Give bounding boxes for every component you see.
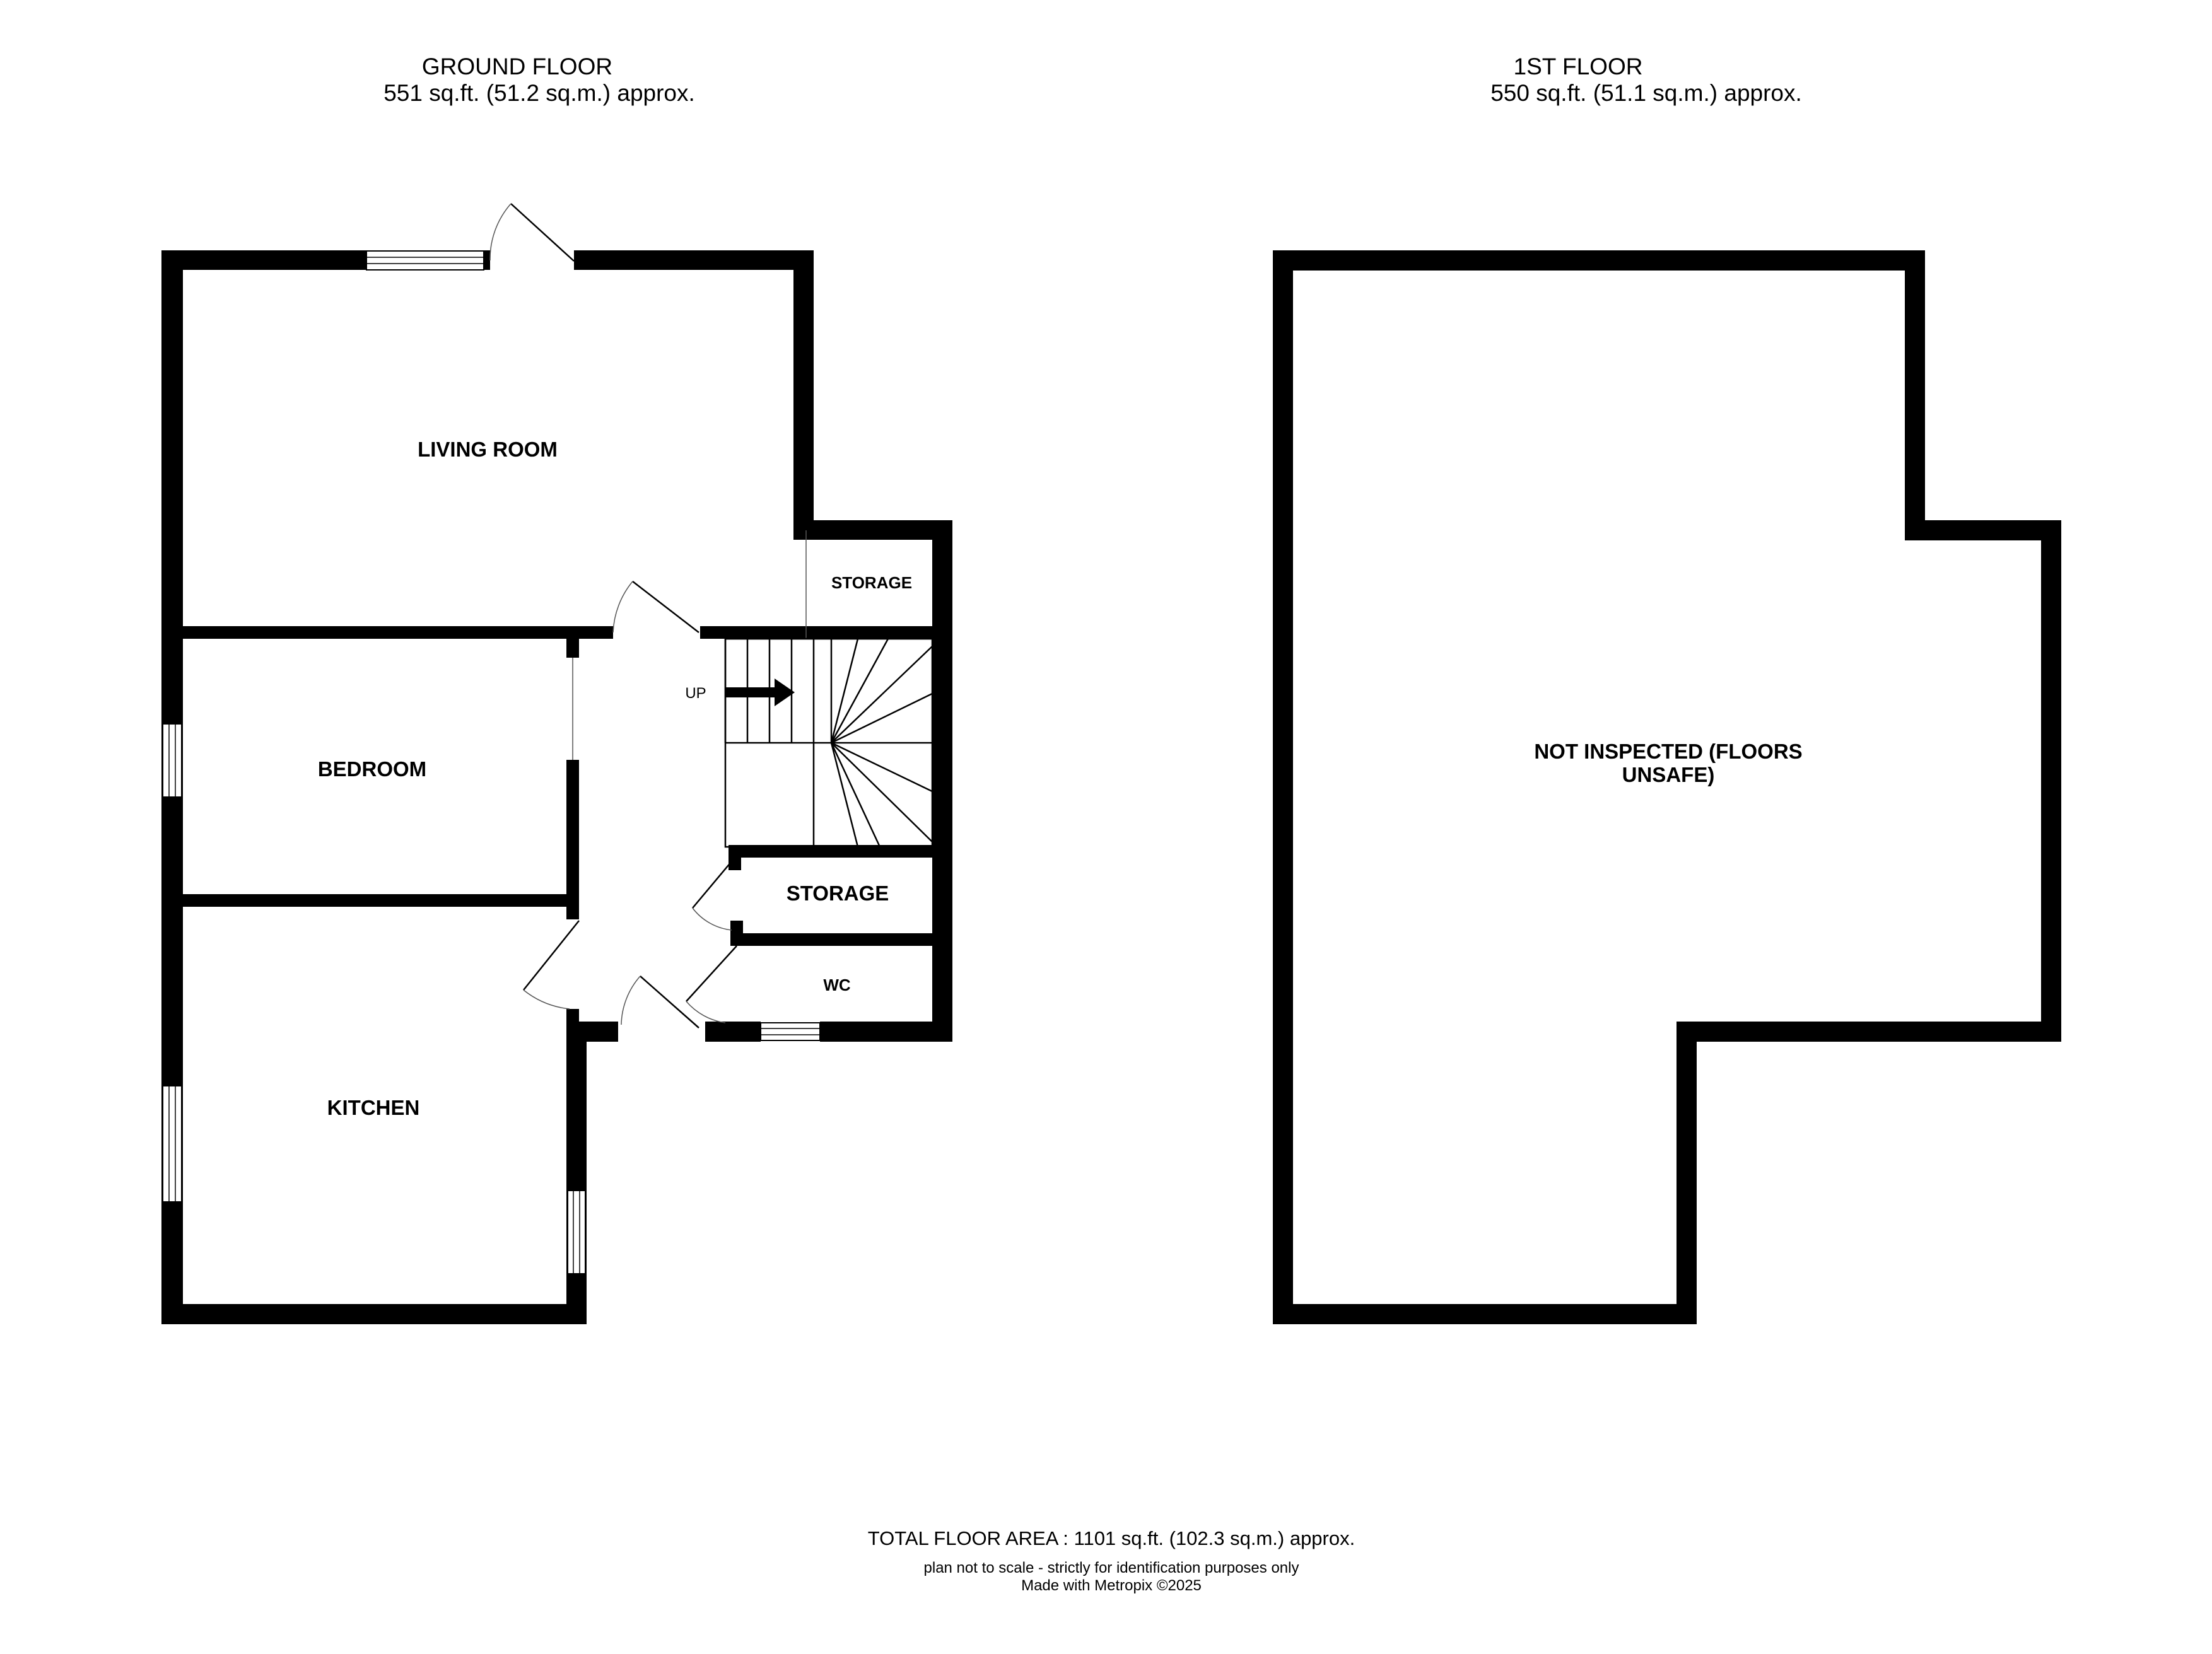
window-kitchen-east	[567, 1190, 586, 1274]
window-wc-south	[760, 1022, 821, 1041]
first-floor-outline	[1273, 250, 2061, 1324]
stairs-up-arrow-head	[775, 678, 795, 706]
room-label-storage-upper: STORAGE	[831, 573, 912, 592]
wall-bedroom-hall	[566, 760, 579, 919]
wall-upper-storage-bottom	[700, 626, 933, 639]
room-label-wc: WC	[823, 976, 851, 994]
staircase	[724, 638, 933, 848]
ground-floor-title: GROUND FLOOR	[422, 54, 612, 79]
wall-lower-storage-top	[729, 845, 933, 858]
front-door	[489, 203, 575, 262]
wall-bedroom-kitchen	[183, 894, 575, 907]
stairs-up-arrow-shaft	[725, 687, 779, 697]
wall-bedroom-hall-top	[566, 639, 579, 658]
window-bedroom-west	[162, 723, 182, 798]
wall-storage-top	[793, 520, 952, 540]
ground-floor-plan: LIVING ROOM BEDROOM KITCHEN STORAGE STOR…	[161, 203, 952, 1324]
disclaimer: plan not to scale - strictly for identif…	[924, 1559, 1299, 1576]
first-floor-note-line2: UNSAFE)	[1622, 763, 1715, 786]
room-label-storage-lower: STORAGE	[787, 882, 889, 905]
room-label-living-room: LIVING ROOM	[418, 438, 558, 461]
ground-floor-area: 551 sq.ft. (51.2 sq.m.) approx.	[383, 80, 695, 106]
room-label-kitchen: KITCHEN	[327, 1096, 420, 1119]
room-label-bedroom: BEDROOM	[318, 757, 426, 781]
window-living-north	[366, 250, 484, 271]
kitchen-door	[523, 920, 580, 1010]
first-floor-note-line1: NOT INSPECTED (FLOORS	[1534, 740, 1802, 763]
wc-door	[686, 945, 737, 1023]
window-kitchen-west	[162, 1085, 182, 1203]
wall-kitchen-hall-stub	[566, 1009, 579, 1028]
first-floor-title: 1ST FLOOR	[1514, 54, 1643, 79]
wall-north-left	[161, 250, 366, 270]
credit: Made with Metropix ©2025	[1021, 1577, 1202, 1594]
living-room-door	[612, 581, 699, 633]
total-floor-area: TOTAL FLOOR AREA : 1101 sq.ft. (102.3 sq…	[868, 1527, 1355, 1549]
wall-south-wc-left	[705, 1022, 761, 1042]
wall-east-living	[793, 250, 814, 530]
wall-storage-wc	[730, 933, 933, 946]
wall-north-right	[574, 250, 814, 270]
storage-door	[692, 857, 735, 931]
wall-east-stack	[932, 520, 952, 1042]
wall-south-kitchen	[161, 1304, 587, 1324]
wall-living-bedroom	[183, 626, 613, 639]
hall-door	[621, 976, 699, 1028]
wall-east-kitchen	[566, 1022, 587, 1324]
first-floor-area: 550 sq.ft. (51.1 sq.m.) approx.	[1490, 80, 1802, 106]
stairs-up-label: UP	[685, 685, 706, 702]
wall-south-wc-right	[820, 1022, 952, 1042]
wall-storage-left-stub2	[730, 921, 743, 946]
first-floor-plan: NOT INSPECTED (FLOORS UNSAFE)	[1273, 250, 2061, 1324]
